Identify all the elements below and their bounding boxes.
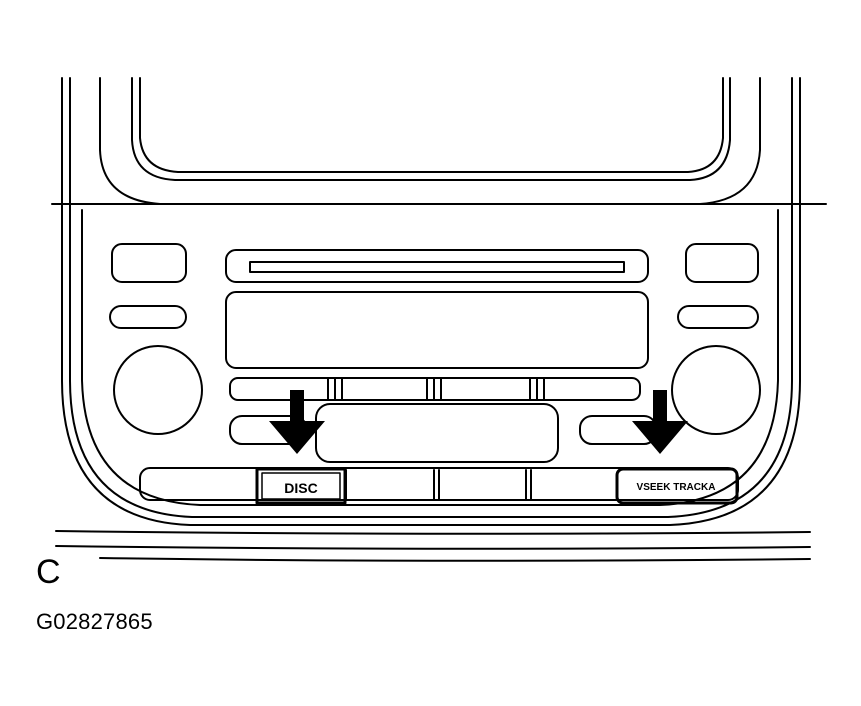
seek-track-button[interactable] [615,467,739,505]
center-control-button[interactable] [315,403,559,463]
dash-line-2 [55,545,811,550]
disc-button[interactable] [255,467,347,505]
bezel-outer-line-2 [69,77,793,518]
dash-line-3 [99,557,811,562]
pill-button-right[interactable] [677,305,759,329]
screen-outline [131,77,731,181]
figure-code: G02827865 [36,609,153,634]
pill-button-left[interactable] [109,305,187,329]
disc-button-label: DISC [284,480,317,496]
volume-knob[interactable] [113,345,203,435]
arrow-down-icon [632,390,688,454]
screen-housing [99,77,761,205]
preset-button-top-right[interactable] [685,243,759,283]
cd-slot-housing [225,249,649,283]
dash-line-1 [55,530,811,535]
disc-button-inner [261,472,341,500]
bezel-inner-line [81,209,779,506]
tuning-knob[interactable] [671,345,761,435]
bezel-outer-line [61,77,801,526]
arrow-down-icon [269,390,325,454]
cd-slot [249,261,625,273]
screen-inner-outline [139,77,724,173]
preset-button-top-left[interactable] [111,243,187,283]
display-window [225,291,649,369]
panel-label: C [36,553,61,591]
seek-track-button-label: VSEEK TRACKA [637,482,716,493]
